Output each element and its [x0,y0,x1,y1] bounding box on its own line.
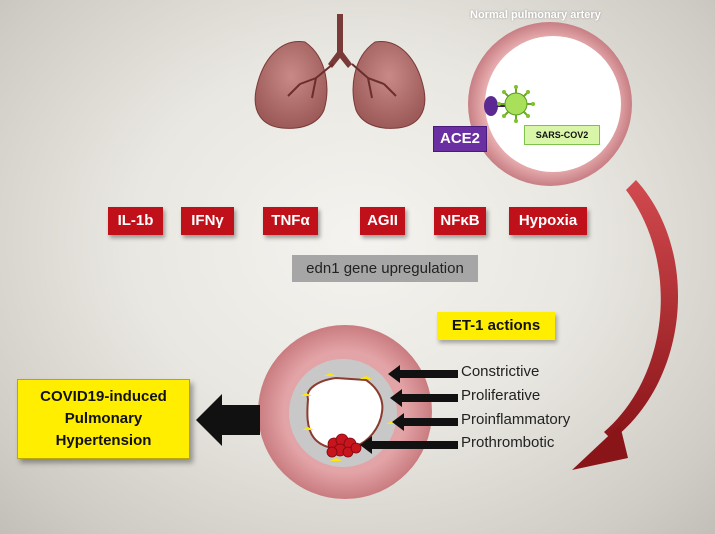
ace2-receptor-icon [484,96,506,116]
gene-upregulation-label: edn1 gene upregulation [292,255,478,282]
et1-actions-label: ET-1 actions [437,312,555,340]
normal-artery-label: Normal pulmonary artery [470,9,601,21]
curved-arrow-icon [572,180,679,470]
outcome-box: COVID19-induced Pulmonary Hypertension [17,379,190,459]
mediator-ifng: IFNγ [181,207,234,235]
action-proinflammatory: Proinflammatory [461,411,571,428]
mediator-agii: AGII [360,207,405,235]
virus-label: SARS-COV2 [524,125,600,145]
outcome-label: COVID19-induced Pulmonary Hypertension [40,388,167,449]
thrombus-icon [326,433,362,458]
mediator-hypoxia: Hypoxia [509,207,587,235]
mediator-nfkb: NFκB [434,207,486,235]
lungs-icon [254,14,426,129]
ace2-label: ACE2 [433,126,487,152]
action-prothrombotic: Prothrombotic [461,434,555,451]
virus-icon [497,85,535,123]
diseased-artery [258,325,432,499]
action-arrows [360,365,458,454]
mediator-il1b: IL-1b [108,207,163,235]
outcome-arrow-icon [196,394,260,446]
action-proliferative: Proliferative [461,387,541,404]
mediator-tnfa: TNFα [263,207,318,235]
action-constrictive: Constrictive [461,363,540,380]
